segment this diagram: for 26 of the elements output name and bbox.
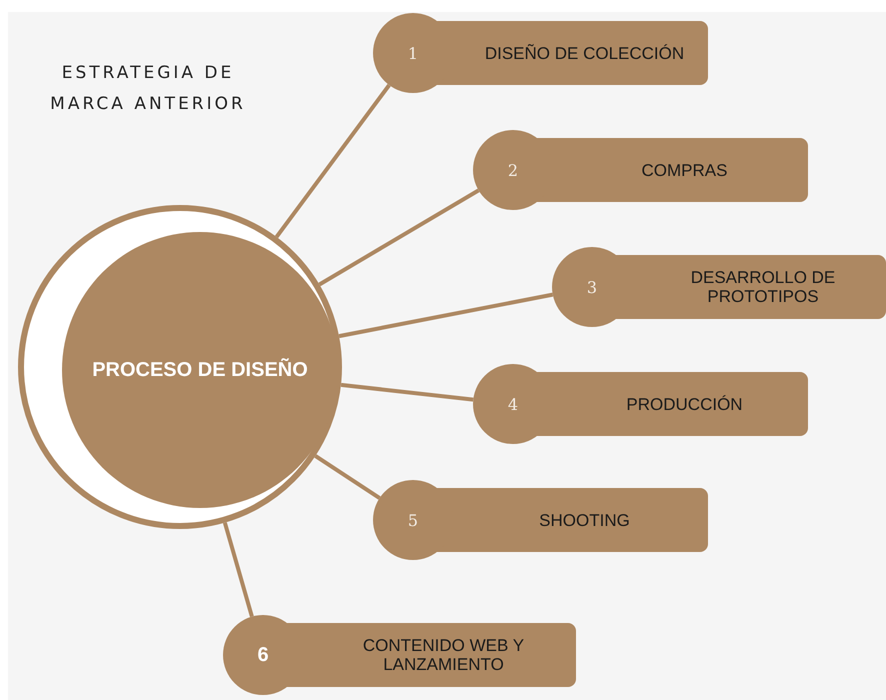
step-number: 3	[586, 278, 598, 296]
diagram-title: ESTRATEGIA DE MARCA ANTERIOR	[49, 62, 247, 116]
step-pill	[223, 615, 576, 695]
connector-line	[314, 454, 381, 500]
step-number: 2	[508, 160, 518, 180]
connector-line	[338, 292, 554, 338]
step-label: COMPRAS	[642, 160, 728, 180]
step-pill	[473, 130, 808, 210]
step-label: DESARROLLO DE PROTOTIPOS	[690, 268, 836, 306]
step-number: 1	[408, 44, 418, 62]
step-label: DISEÑO DE COLECCIÓN	[484, 44, 684, 62]
step-number: 5	[408, 510, 418, 530]
step-number: 4	[508, 394, 518, 414]
step-label: CONTENIDO WEB Y LANZAMIENTO	[362, 636, 526, 674]
connector-line	[274, 84, 391, 238]
step-pill	[373, 13, 708, 93]
step-pill	[373, 480, 708, 560]
connector-line	[318, 188, 480, 286]
step-label: PRODUCCIÓN	[626, 394, 743, 414]
step-pill	[552, 247, 886, 327]
step-pill	[473, 364, 808, 444]
connector-line	[222, 522, 254, 618]
step-number: 6	[257, 644, 269, 666]
center-label: PROCESO DE DISEÑO	[92, 358, 308, 382]
step-label: SHOOTING	[539, 510, 630, 530]
connector-line	[340, 382, 474, 402]
